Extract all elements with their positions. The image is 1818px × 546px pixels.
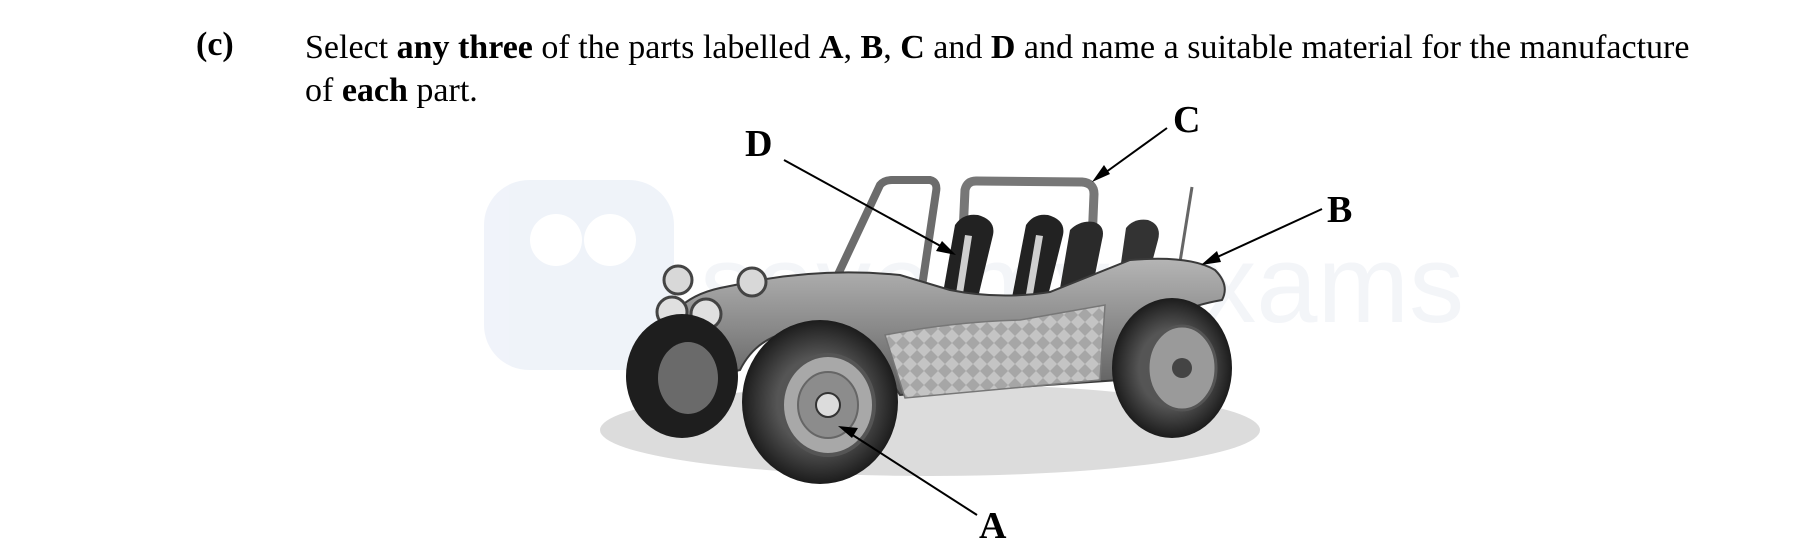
question-text-part: of the parts labelled	[532, 29, 819, 66]
rear-wheel	[1112, 298, 1232, 438]
question-text-part: ,	[883, 29, 901, 66]
side-plate	[884, 304, 1106, 399]
windscreen-frame	[822, 176, 941, 302]
question-text-bold: D	[990, 29, 1016, 66]
question-text: Select any three of the parts labelled A…	[305, 26, 1705, 112]
question-text-part: Select	[305, 29, 397, 66]
question-text-bold: any three	[396, 29, 533, 66]
question-text-part: part.	[407, 72, 478, 109]
antenna	[1178, 186, 1194, 263]
question-text-part: ,	[843, 29, 861, 66]
question-text-bold: C	[900, 29, 925, 66]
part-label-d: D	[745, 123, 772, 165]
question-label: (c)	[196, 26, 234, 63]
roll-bar	[955, 176, 1099, 301]
question-text-part: and name a suitable material for the man…	[305, 29, 1690, 109]
part-label-b: B	[1327, 189, 1352, 231]
question-text-bold: each	[341, 72, 408, 109]
pointer-arrows	[783, 127, 1323, 516]
question-text-part: and	[924, 29, 991, 66]
question-text-bold: A	[818, 29, 844, 66]
front-wheel	[742, 320, 898, 484]
part-label-c: C	[1173, 99, 1200, 141]
question-text-bold: B	[860, 29, 884, 66]
rear-left-wheel	[626, 314, 738, 438]
part-label-a: A	[979, 505, 1007, 546]
